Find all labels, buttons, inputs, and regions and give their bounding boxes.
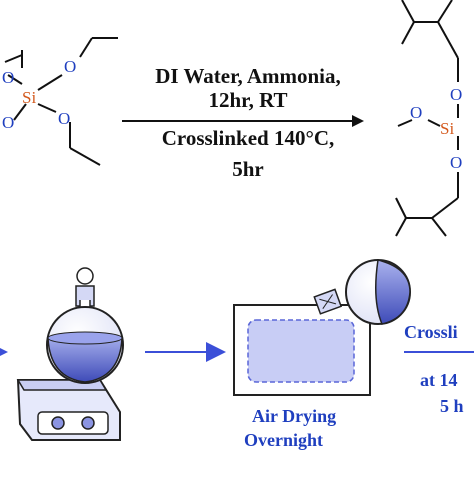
product-bond (437, 21, 459, 59)
process-arrow-partial (0, 348, 8, 356)
drying-label-line-1: Air Drying (252, 406, 337, 426)
product-bond (431, 217, 447, 237)
reactant-oxygen-atom: O (2, 68, 14, 87)
reactant-bond (7, 74, 23, 85)
reactant-bond (13, 103, 27, 121)
reactant-oxygen-atom: O (58, 109, 70, 128)
product-bond (401, 0, 415, 23)
condition-line-4: 5hr (232, 157, 264, 181)
reactant-silicon-atom: Si (22, 88, 36, 107)
crosslink-label-line-2: at 14 (420, 370, 458, 390)
crosslink-label-line-1: Crossli (404, 322, 458, 342)
product-bond (395, 217, 407, 237)
product-oxygen-atom: O (410, 103, 422, 122)
hot-plate-panel (37, 411, 109, 435)
reactant-molecule (4, 37, 118, 166)
reactant-bond (4, 54, 23, 63)
product-oxygen-atom: O (450, 85, 462, 104)
reactant-oxygen-atom: O (64, 57, 76, 76)
product-silicon-atom: Si (440, 119, 454, 138)
pouring-flask (313, 259, 411, 325)
product-bond (401, 21, 415, 45)
drying-label-line-2: Overnight (244, 430, 323, 450)
drying-sample (247, 319, 355, 383)
product-oxygen-atom: O (450, 153, 462, 172)
reactant-bond (37, 103, 57, 113)
product-bond (397, 119, 413, 127)
product-bond (437, 0, 453, 23)
crosslink-label-line-3: 5 h (440, 396, 464, 416)
knob-icon (51, 416, 65, 430)
knob-icon (81, 416, 95, 430)
condition-line-2: 12hr, RT (208, 88, 288, 112)
condition-line-3: Crosslinked 140°C, (161, 126, 335, 150)
reactant-bond (79, 37, 93, 58)
reaction-arrow (122, 115, 364, 127)
hot-plate (16, 379, 121, 441)
product-bond (431, 197, 459, 219)
round-bottom-flask (46, 267, 124, 384)
condition-line-1: DI Water, Ammonia, (155, 64, 341, 88)
drying-chamber (233, 304, 371, 396)
product-bond (395, 197, 407, 219)
product-bond (427, 119, 441, 127)
reactant-oxygen-atom: O (2, 113, 14, 132)
product-molecule (395, 0, 459, 237)
reactant-bond (37, 74, 63, 91)
reactant-bond (69, 147, 101, 166)
